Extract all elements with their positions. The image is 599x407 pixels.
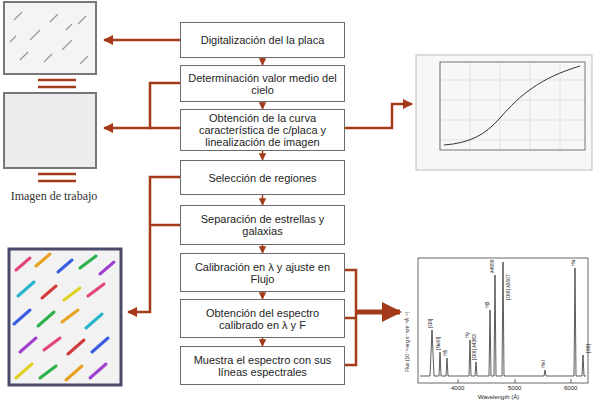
box-label: Obtención de la curva característica de … [185, 112, 340, 148]
graph-label: Hγ [464, 332, 471, 338]
equals-bar [38, 79, 76, 82]
regions-image [9, 249, 121, 385]
flow-connector [262, 195, 264, 205]
flow-connector [262, 102, 264, 109]
flow-connector [262, 338, 264, 346]
plate-image [4, 2, 96, 74]
graph-label: 6000 [564, 384, 577, 392]
flow-connector [262, 292, 264, 299]
flow-connector [262, 58, 264, 65]
process-box: Obtención de la curva característica de … [180, 109, 345, 151]
process-box: Determinación valor medio del cielo [180, 65, 345, 102]
equals-bar [38, 86, 76, 89]
graph-label: λ4959 [489, 259, 496, 273]
pointer-arrows [104, 40, 412, 365]
process-box: Digitalización del la placa [180, 22, 345, 58]
working-image [4, 93, 96, 168]
graph-label: 5000 [508, 384, 521, 392]
process-box: Calibración en λ y ajuste en Flujo [180, 253, 345, 292]
box-label: Selección de regiones [208, 172, 316, 184]
box-label: Determinación valor medio del cielo [185, 72, 340, 96]
spectrum-graph [418, 258, 588, 383]
flow-connector [262, 151, 264, 160]
equals-bar [38, 180, 76, 183]
graph-label: Hβ [484, 302, 491, 309]
box-label: Calibración en λ y ajuste en Flujo [185, 261, 340, 285]
graph-label: [OIII] λ5007 [505, 274, 512, 300]
process-box: Selección de regiones [180, 160, 345, 195]
box-label: Separación de estrellas y galaxias [185, 213, 340, 237]
graph-label: Hα [570, 259, 577, 266]
equals-bar [38, 173, 76, 176]
graph-label: [SII] [585, 344, 592, 353]
graph-label: Flux (10⁻¹⁵erg s⁻¹cm⁻²Å⁻¹) [404, 312, 411, 372]
graph-label: 4000 [451, 384, 464, 392]
graph-label: [OII] [427, 319, 434, 328]
flow-connector [262, 245, 264, 253]
box-label: Obtención del espectro calibrado en λ y … [185, 307, 340, 331]
spectrum-arrow [356, 310, 400, 315]
process-box: Separación de estrellas y galaxias [180, 205, 345, 245]
graph-label: Hδ [442, 350, 449, 356]
graph-label: Wavelength (Å) [478, 393, 519, 401]
image-caption: Imagen de trabajo [10, 189, 98, 203]
process-box: Muestra el espectro con sus líneas espec… [180, 346, 345, 385]
characteristic-curve-graph [416, 55, 592, 170]
graph-label: [OIII] λ4363 [471, 334, 478, 360]
process-box: Obtención del espectro calibrado en λ y … [180, 299, 345, 338]
box-label: Digitalización del la placa [201, 34, 325, 46]
graph-label: [NeIII] [435, 337, 442, 350]
graph-label: HeI [540, 360, 547, 368]
box-label: Muestra el espectro con sus líneas espec… [185, 354, 340, 378]
